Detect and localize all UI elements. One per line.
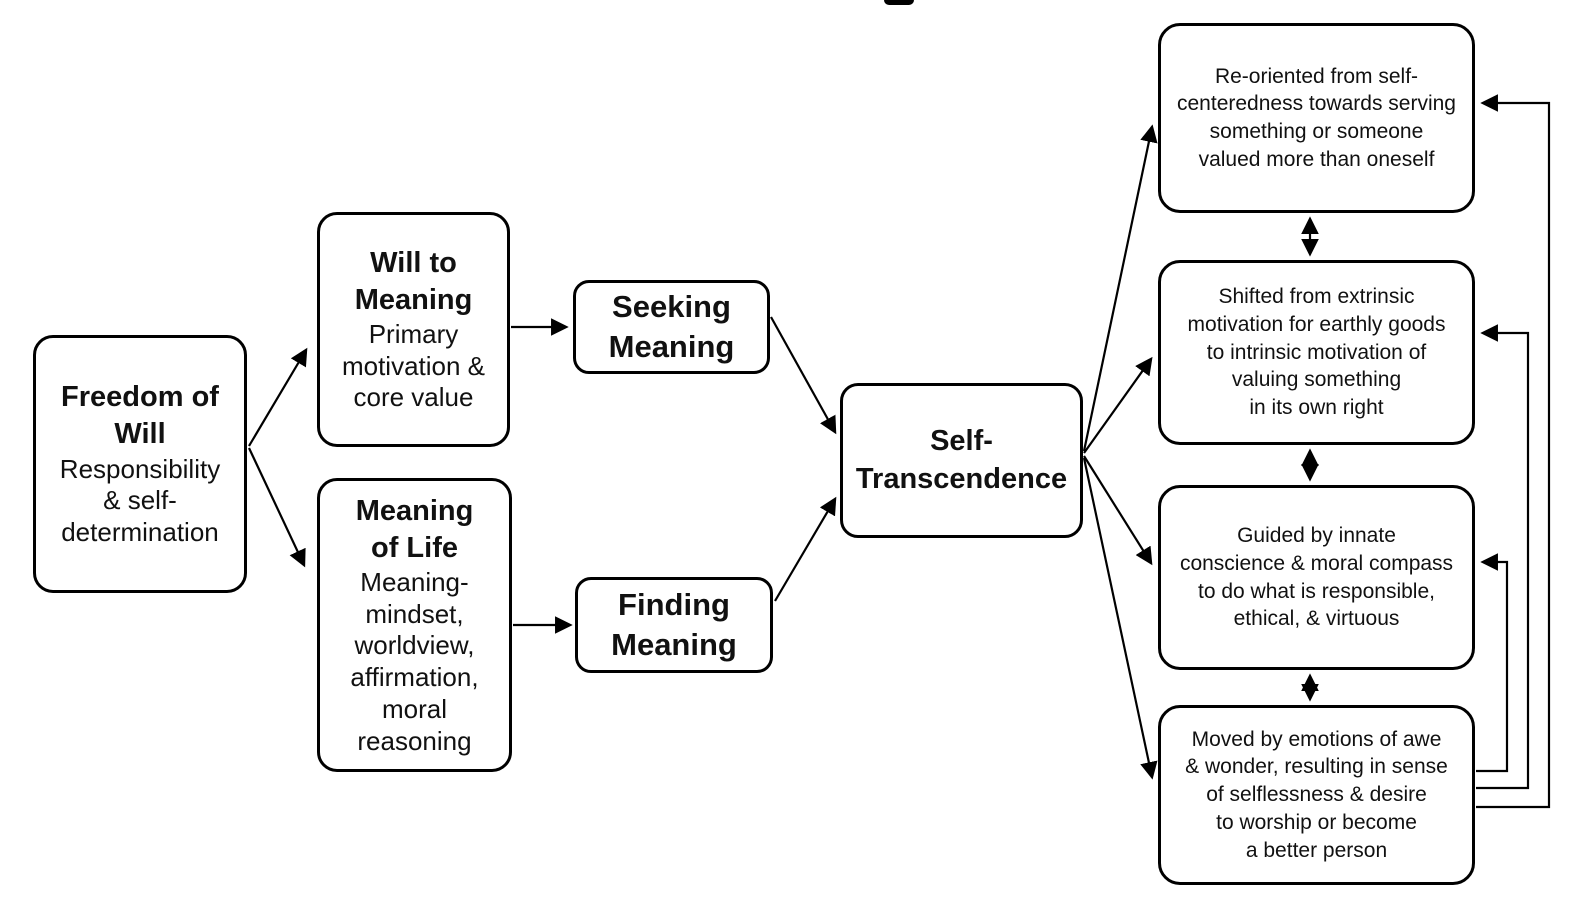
outcome-moved-text: Moved by emotions of awe & wonder, resul…	[1185, 727, 1448, 862]
freedom-of-will-title: Freedom of Will	[61, 381, 219, 451]
cropped-title-fragment	[884, 0, 914, 5]
node-seeking-meaning: Seeking Meaning	[573, 280, 770, 374]
feedback-loop-to-outcome-reoriented	[1476, 94, 1551, 809]
feedback-loop-to-outcome-shifted	[1476, 324, 1530, 790]
node-outcome-shifted: Shifted from extrinsic motivation for ea…	[1158, 260, 1475, 445]
arrow-seeking-to-self-transcendence	[770, 316, 837, 435]
arrow-st-to-outcome-reoriented	[1082, 124, 1158, 452]
arrow-st-to-outcome-shifted	[1083, 356, 1153, 454]
node-meaning-of-life: Meaning of Life Meaning- mindset, worldv…	[317, 478, 512, 772]
node-outcome-moved: Moved by emotions of awe & wonder, resul…	[1158, 705, 1475, 885]
arrow-freedom-to-meaning-of-life	[248, 447, 306, 568]
arrow-freedom-to-will-to-meaning	[248, 347, 308, 447]
self-transcendence-title: Self- Transcendence	[855, 425, 1068, 495]
node-freedom-of-will: Freedom of Will Responsibility & self- d…	[33, 335, 247, 593]
meaning-of-life-subtitle: Meaning- mindset, worldview, affirmation…	[350, 566, 479, 756]
will-to-meaning-title: Will to Meaning	[354, 246, 473, 316]
node-self-transcendence: Self- Transcendence	[840, 383, 1083, 538]
feedback-loop-to-outcome-guided	[1476, 553, 1509, 773]
node-outcome-reoriented: Re-oriented from self- centeredness towa…	[1158, 23, 1475, 213]
node-finding-meaning: Finding Meaning	[575, 577, 773, 673]
arrow-st-to-outcome-moved	[1082, 457, 1158, 780]
outcome-shifted-text: Shifted from extrinsic motivation for ea…	[1187, 285, 1446, 420]
meaning-of-life-title: Meaning of Life	[355, 494, 474, 564]
will-to-meaning-subtitle: Primary motivation & core value	[341, 319, 486, 413]
freedom-of-will-subtitle: Responsibility & self- determination	[59, 453, 221, 547]
arrow-st-to-outcome-guided	[1083, 455, 1153, 566]
outcome-reoriented-text: Re-oriented from self- centeredness towa…	[1177, 64, 1456, 171]
outcome-guided-text: Guided by innate conscience & moral comp…	[1179, 524, 1454, 631]
node-will-to-meaning: Will to Meaning Primary motivation & cor…	[317, 212, 510, 447]
node-outcome-guided: Guided by innate conscience & moral comp…	[1158, 485, 1475, 670]
finding-meaning-title: Finding Meaning	[611, 587, 737, 662]
seeking-meaning-title: Seeking Meaning	[608, 289, 735, 364]
arrow-finding-to-self-transcendence	[774, 496, 837, 602]
